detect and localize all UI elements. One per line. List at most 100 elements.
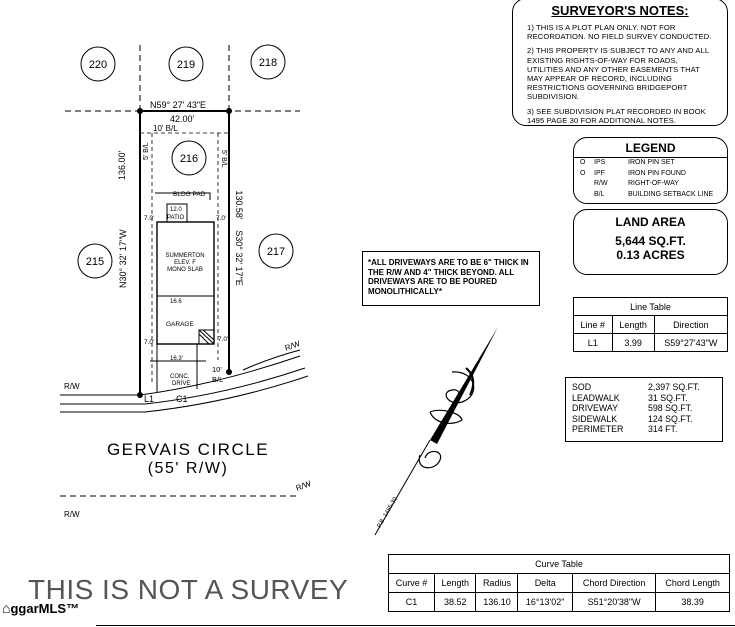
lot-label-215: 215 <box>86 256 104 268</box>
porch <box>198 329 215 345</box>
curve-table-header: Delta <box>517 573 573 593</box>
legend-title: LEGEND <box>574 138 727 158</box>
footer-rule <box>96 625 735 626</box>
legend-code-rw: R/W <box>594 180 608 187</box>
area-label: SOD <box>572 382 592 392</box>
legend-desc-ips: IRON PIN SET <box>628 159 675 166</box>
line-table-header: Direction <box>653 315 729 334</box>
area-label: PERIMETER <box>572 424 624 435</box>
road-right-of-way: (55' R/W) <box>147 460 229 477</box>
curve-table: Curve Table Curve # Length Radius Delta … <box>387 554 730 612</box>
setback-dim-4: 7.0' <box>218 336 228 343</box>
curve-table-cell: 38.52 <box>434 592 477 612</box>
legend-row: O IPF IRON PIN FOUND <box>574 169 727 180</box>
garage-dimension: 16.6 <box>170 299 182 305</box>
iron-pin-bottom-right <box>226 369 232 375</box>
drive-label: DRIVE <box>172 381 190 387</box>
house-model: SUMMERTON <box>165 253 204 259</box>
curve-table-header: Chord Length <box>655 573 730 593</box>
front-setback-dim: 10' <box>212 365 222 374</box>
surveyor-notes-title: SURVEYOR'S NOTES: <box>551 3 689 18</box>
legend-code-ipf: IPF <box>594 169 605 177</box>
garage-label: GARAGE <box>166 321 194 328</box>
left-distance: 136.00' <box>117 150 127 180</box>
land-area-box: LAND AREA 5,644 SQ.FT. 0.13 ACRES <box>573 209 728 275</box>
lot-circle-215 <box>77 243 113 279</box>
area-value: 598 SQ.FT. <box>648 403 693 414</box>
rear-bearing: N59° 27' 43"E <box>150 100 206 110</box>
curve-table-header: Radius <box>475 573 519 593</box>
legend-symbol-bl <box>580 190 594 201</box>
line-table-row: L1 3.99 S59°27'43"W <box>573 333 729 352</box>
surveyor-note-1: 1) THIS IS A PLOT PLAN ONLY. NOT FOR REC… <box>527 23 712 42</box>
lot-label-219: 219 <box>177 59 195 71</box>
left-bearing: N30° 32' 17"W <box>118 229 128 288</box>
line-table-title: Line Table <box>573 297 728 316</box>
legend-row: O IPS IRON PIN SET <box>574 158 727 169</box>
iron-pin-top-right <box>226 108 232 114</box>
conc-label: CONC. <box>170 374 190 380</box>
line-l1-label: L1 <box>144 394 154 404</box>
lot-circle-217 <box>258 233 294 269</box>
area-label: DRIVEWAY <box>572 403 618 414</box>
legend-code-ips: IPS <box>594 159 606 166</box>
line-table-header: Length <box>611 315 655 334</box>
legend-row: R/W RIGHT-OF-WAY <box>574 179 727 190</box>
not-a-survey-watermark: THIS IS NOT A SURVEY <box>28 574 349 605</box>
curve-table-header: Curve # <box>387 573 436 593</box>
porch-hatch-1 <box>198 329 215 345</box>
area-value: 31 SQ.FT. <box>648 392 688 403</box>
area-value: 124 SQ.FT. <box>648 413 693 424</box>
rw-right-label: R/W <box>284 339 302 353</box>
curve-table-cell: C1 <box>387 592 436 612</box>
legend-symbol-ipf: O <box>580 169 586 177</box>
area-row: SOD 2,397 SQ.FT. <box>572 382 722 393</box>
rear-distance: 42.00' <box>170 114 195 124</box>
land-area-title: LAND AREA <box>615 215 686 229</box>
lot-circle-218 <box>250 44 286 80</box>
mls-logo-text: ggarMLS™ <box>10 601 80 616</box>
house-slab: MONO SLAB <box>167 267 203 273</box>
area-value: 2,397 SQ.FT. <box>648 382 700 392</box>
legend-symbol-ips: O <box>580 159 586 166</box>
road-name: GERVAIS CIRCLE <box>106 440 270 459</box>
area-label: LEADWALK <box>572 392 620 403</box>
patio-dimension: 12.0 <box>170 207 182 213</box>
surveyor-note-2: 2) THIS PROPERTY IS SUBJECT TO ANY AND A… <box>527 46 709 102</box>
curve-table-cell: 16°13'02" <box>517 592 573 612</box>
line-table: Line Table Line # Length Direction L1 3.… <box>573 297 729 352</box>
legend-code-bl: B/L <box>594 190 605 198</box>
front-setback-label: B/L <box>212 375 223 384</box>
curve-table-row: C1 38.52 136.10 16°13'02" S51°20'38"W 38… <box>387 592 730 612</box>
land-area-acres: 0.13 ACRES <box>616 248 685 262</box>
rw-bottom-left-label: R/W <box>64 510 80 519</box>
lot-label-220: 220 <box>89 59 107 71</box>
areas-summary-box: SOD 2,397 SQ.FT. LEADWALK 31 SQ.FT. DRIVEW… <box>565 377 723 442</box>
curve-table-title: Curve Table <box>388 554 730 574</box>
bldg-pad-line <box>155 192 211 200</box>
curve-table-header: Chord Direction <box>571 573 657 593</box>
right-bearing: S30° 32' 17"E <box>234 230 244 286</box>
land-area-sqft: 5,644 SQ.FT. <box>615 234 686 248</box>
driveway-note-box: *ALL DRIVEWAYS ARE TO BE 6" THICK IN THE… <box>362 251 540 306</box>
lot-circle-220 <box>80 46 116 82</box>
sidewalk-edge <box>242 349 301 371</box>
legend-desc-rw: RIGHT-OF-WAY <box>628 180 679 187</box>
line-table-cell: L1 <box>573 333 613 352</box>
rw-bottom-right-label: R/W <box>295 479 313 493</box>
mls-logo: ⌂ggarMLS™ <box>2 600 79 616</box>
right-side-setback: 5' B/L <box>220 150 227 168</box>
line-table-header: Line # <box>573 315 613 334</box>
lot-circle-219 <box>168 46 204 82</box>
legend-row: B/L BUILDING SETBACK LINE <box>574 190 727 201</box>
curve-c1-label: C1 <box>176 394 188 404</box>
curve-table-cell: 136.10 <box>475 592 519 612</box>
area-row: LEADWALK 31 SQ.FT. <box>572 393 722 404</box>
rw-left-label: R/W <box>64 382 80 391</box>
legend-desc-ipf: IRON PIN FOUND <box>628 169 686 177</box>
curb-line-2 <box>60 375 309 413</box>
north-arrow-label: P.B. 1495-30 <box>377 496 400 529</box>
bldg-pad-label: BLDG PAD <box>173 191 206 198</box>
